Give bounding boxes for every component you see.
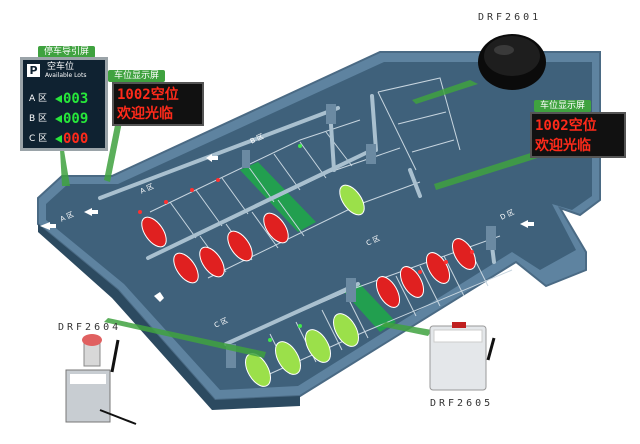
indicator-lights xyxy=(138,144,474,342)
led-display-right: 1002空位 欢迎光临 xyxy=(530,112,626,158)
car-occupied xyxy=(375,276,401,308)
car-free xyxy=(339,184,365,216)
label-spot-screen-right: 车位显示屏 xyxy=(534,100,592,112)
drf2604-device xyxy=(65,334,137,425)
arrow-left-icon xyxy=(55,135,62,143)
leader-lines xyxy=(60,80,544,358)
rail-posts xyxy=(226,104,496,368)
guide-subtitle: Available Lots xyxy=(45,72,87,79)
arrow-left-icon xyxy=(55,115,62,123)
guide-count: 009 xyxy=(63,111,89,127)
car-occupied xyxy=(451,238,477,270)
led-line-1: 1002空位 xyxy=(535,118,597,134)
guide-zone-label: C 区 xyxy=(29,134,48,144)
car-free xyxy=(333,313,359,347)
guide-row-c: C 区 000 xyxy=(27,130,105,148)
arrow-icon xyxy=(84,208,98,216)
car-free xyxy=(275,341,301,375)
label-drf2604: DRF2604 xyxy=(58,322,122,333)
arrow-left-icon xyxy=(55,95,62,103)
drf2605-device xyxy=(429,322,496,391)
parking-p-icon: P xyxy=(27,64,40,77)
car-occupied xyxy=(399,266,425,298)
label-drf2601: DRF2601 xyxy=(478,12,542,23)
guide-title: 空车位 xyxy=(47,62,75,72)
car-occupied xyxy=(199,246,225,278)
label-drf2605: DRF2605 xyxy=(430,398,494,409)
guide-zone-label: B 区 xyxy=(29,114,48,124)
led-line-2: 欢迎光临 xyxy=(117,106,173,122)
car-occupied xyxy=(227,230,253,262)
cars-upper-occupied xyxy=(141,212,289,284)
arrow-icon xyxy=(154,292,164,302)
zone-marker-c xyxy=(344,284,396,332)
car-occupied xyxy=(173,252,199,284)
cars-lower-free xyxy=(245,313,359,387)
guide-count: 003 xyxy=(63,91,89,107)
drf2601-sensor xyxy=(478,34,546,90)
rails xyxy=(98,94,496,346)
parking-floor xyxy=(46,62,592,390)
direction-arrows xyxy=(40,154,534,302)
arrow-icon xyxy=(206,154,218,162)
cars-lower-occupied xyxy=(375,238,477,308)
led-line-2: 欢迎光临 xyxy=(535,138,591,154)
arrow-icon xyxy=(520,220,534,228)
guide-zone-label: A 区 xyxy=(29,94,48,104)
car-free xyxy=(305,329,331,363)
guide-screen-panel: P 空车位 Available Lots A 区 003 B 区 009 C 区… xyxy=(20,57,108,151)
car-occupied xyxy=(141,216,167,248)
parking-bays-right xyxy=(377,77,461,171)
label-guide-screen: 停车导引屏 xyxy=(38,46,96,58)
car-occupied xyxy=(263,212,289,244)
led-line-1: 1002空位 xyxy=(117,87,179,103)
arrow-icon xyxy=(40,222,56,230)
guide-row-b: B 区 009 xyxy=(27,110,105,128)
guide-row-a: A 区 003 xyxy=(27,90,105,108)
label-spot-screen-left: 车位显示屏 xyxy=(108,70,166,82)
guide-count: 000 xyxy=(63,131,89,147)
led-display-left: 1002空位 欢迎光临 xyxy=(112,82,204,126)
